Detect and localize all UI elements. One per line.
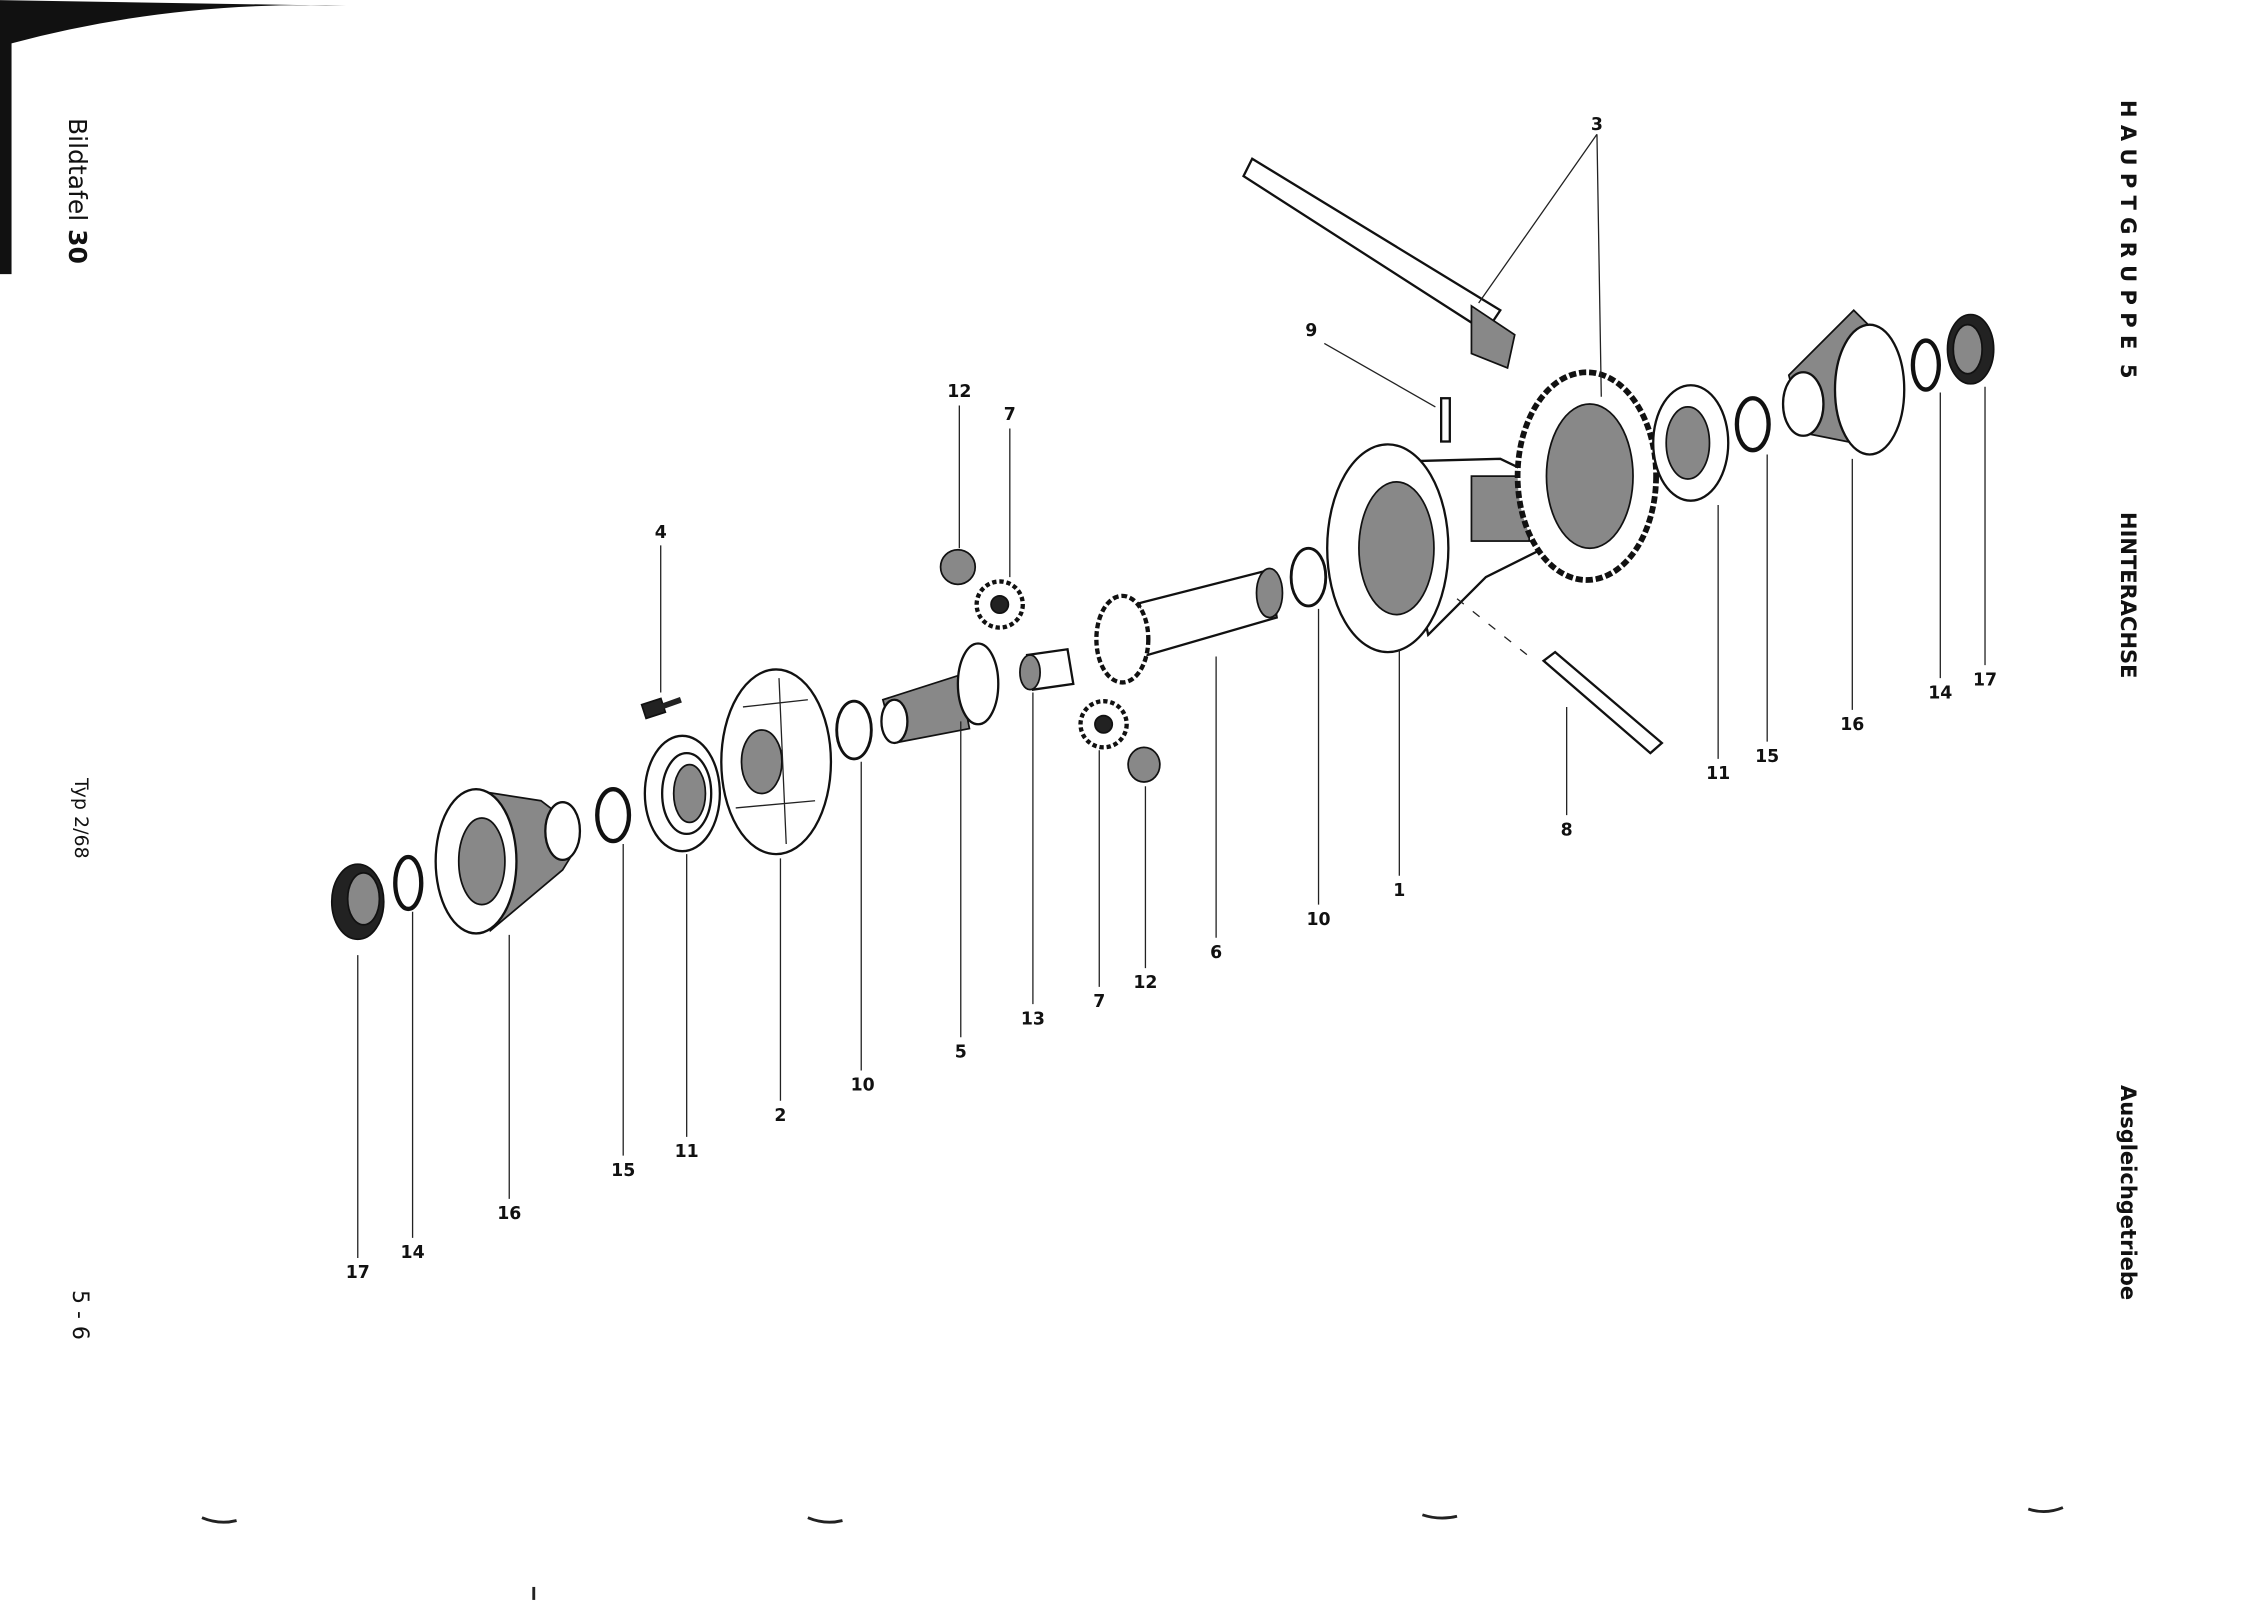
part-11-bearing-right — [1652, 384, 1730, 502]
callout-2: 2 — [774, 1106, 786, 1126]
callout-16: 16 — [1840, 715, 1864, 735]
leader-lines — [357, 133, 1986, 1259]
callout-13: 13 — [1021, 1009, 1045, 1029]
callout-8: 8 — [1561, 820, 1573, 840]
part-17-seal-left — [330, 863, 385, 941]
part-11-bearing-left — [643, 734, 722, 853]
callout-17: 17 — [1973, 670, 1997, 690]
callout-1: 1 — [1393, 881, 1405, 901]
callout-9: 9 — [1305, 321, 1317, 341]
part-3-ring-gear-and-pinion — [1242, 157, 1659, 583]
callout-15: 15 — [611, 1161, 635, 1181]
part-17-seal-right — [1946, 313, 1995, 385]
callout-12: 12 — [1133, 973, 1157, 993]
callout-4: 4 — [655, 523, 667, 543]
part-14-circlip-left — [393, 854, 424, 912]
part-16-flange-right — [1781, 309, 1906, 456]
part-4-bolt — [640, 697, 682, 720]
callout-15: 15 — [1755, 747, 1779, 767]
callout-5: 5 — [955, 1043, 967, 1063]
part-9-pin — [1440, 397, 1451, 443]
part-12-washer-bottom — [1127, 746, 1161, 783]
callout-6: 6 — [1210, 943, 1222, 963]
callout-11: 11 — [1706, 764, 1730, 784]
part-7-pinion-bottom — [1078, 699, 1129, 750]
part-15-ring-right — [1734, 396, 1771, 453]
callout-labels: 3 9 12 7 4 10 5 13 7 12 6 10 1 8 11 15 1… — [346, 115, 1997, 1283]
callout-3: 3 — [1591, 115, 1603, 135]
callout-7: 7 — [1004, 405, 1016, 425]
part-12-washer-top — [939, 548, 977, 586]
part-15-ring-left — [595, 787, 632, 844]
callout-16: 16 — [497, 1204, 521, 1224]
part-10-ring-left — [835, 699, 873, 761]
part-5-side-gear — [880, 642, 1000, 745]
callout-11: 11 — [675, 1142, 699, 1162]
part-2-cover — [720, 668, 833, 856]
part-8-shaft-pin — [1541, 650, 1664, 755]
part-10-ring-right — [1289, 546, 1328, 608]
part-7-pinion-top — [974, 579, 1025, 630]
callout-12: 12 — [947, 382, 971, 402]
binding-marks — [201, 1506, 2064, 1600]
part-1-differential-case — [1326, 443, 1545, 654]
scan-edge — [0, 0, 347, 275]
part-16-flange-left — [434, 788, 582, 935]
part-14-circlip-right — [1910, 338, 1942, 392]
callout-7: 7 — [1093, 992, 1105, 1012]
callout-14: 14 — [1928, 683, 1952, 703]
callout-10: 10 — [851, 1076, 875, 1096]
callout-17: 17 — [346, 1263, 370, 1283]
callout-10: 10 — [1306, 910, 1330, 930]
part-6-side-gear-shaft — [1094, 567, 1284, 685]
callout-14: 14 — [401, 1243, 425, 1263]
part-13-sleeve — [1019, 647, 1075, 691]
